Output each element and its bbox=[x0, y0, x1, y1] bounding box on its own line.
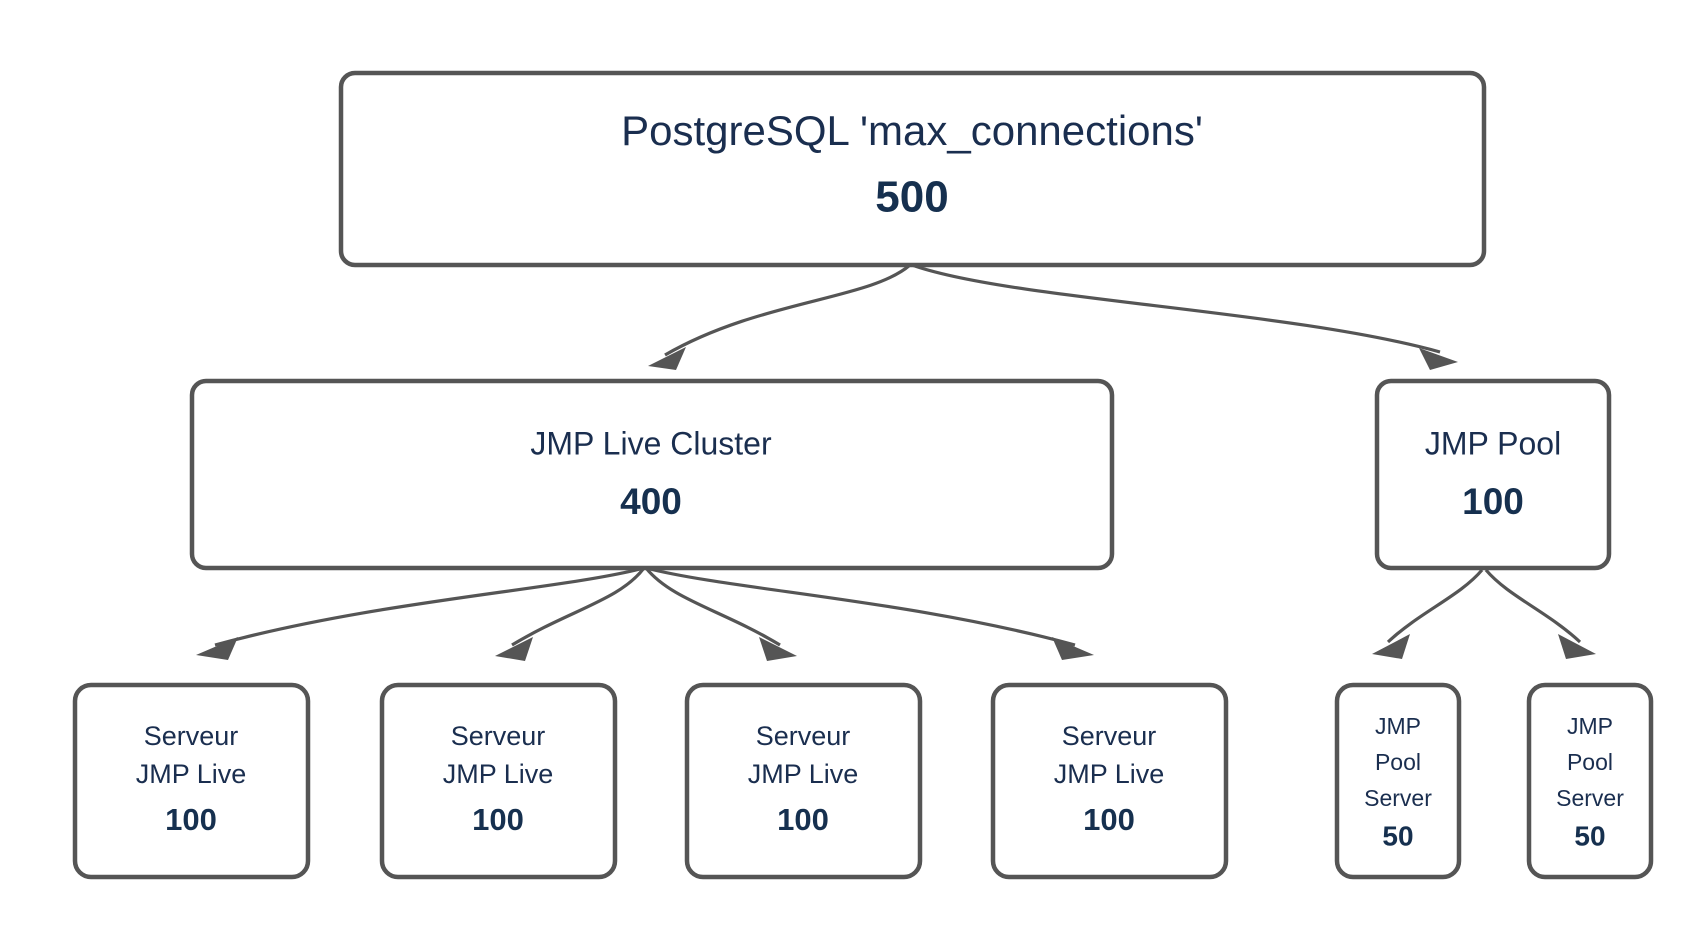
node-live-server-4-value: 100 bbox=[1083, 802, 1135, 837]
node-serveur-jmp-live-3[interactable]: Serveur JMP Live 100 bbox=[684, 682, 923, 880]
node-pool-server-1-line3: Server bbox=[1364, 785, 1432, 811]
node-pool-server-2-box[interactable] bbox=[1526, 682, 1654, 880]
node-root-label: PostgreSQL 'max_connections' bbox=[621, 107, 1203, 154]
node-pool-server-2-value: 50 bbox=[1574, 820, 1605, 851]
arrowhead-icon bbox=[1372, 634, 1410, 659]
node-pool-server-2-line3: Server bbox=[1556, 785, 1624, 811]
arrowhead-icon bbox=[648, 347, 686, 370]
edge-pool-to-pool-server-2 bbox=[1484, 568, 1596, 659]
arrowhead-icon bbox=[196, 637, 238, 660]
node-live-server-3-line1: Serveur bbox=[756, 721, 851, 751]
node-pool-label: JMP Pool bbox=[1425, 425, 1561, 461]
node-live-server-2-box[interactable] bbox=[379, 682, 618, 880]
node-serveur-jmp-live-1[interactable]: Serveur JMP Live 100 bbox=[72, 682, 311, 880]
node-serveur-jmp-live-4[interactable]: Serveur JMP Live 100 bbox=[990, 682, 1229, 880]
edge-root-to-live-cluster bbox=[648, 263, 912, 370]
arrowhead-icon bbox=[1052, 637, 1094, 660]
node-live-cluster-box[interactable] bbox=[189, 378, 1115, 571]
node-live-server-3-line2: JMP Live bbox=[748, 759, 859, 789]
node-pool-server-1-box[interactable] bbox=[1334, 682, 1462, 880]
node-live-server-2-value: 100 bbox=[472, 802, 524, 837]
node-live-server-3-box[interactable] bbox=[684, 682, 923, 880]
arrowhead-icon bbox=[759, 637, 797, 661]
edge-cluster-to-server-2 bbox=[495, 567, 646, 661]
node-pool-server-2-line2: Pool bbox=[1567, 749, 1613, 775]
node-pool-box[interactable] bbox=[1374, 378, 1612, 571]
node-live-server-2-line1: Serveur bbox=[451, 721, 546, 751]
node-live-server-1-line1: Serveur bbox=[144, 721, 239, 751]
edge-cluster-to-server-1 bbox=[196, 566, 645, 660]
node-pool-server-2-line1: JMP bbox=[1567, 713, 1613, 739]
arrowhead-icon bbox=[1419, 348, 1458, 370]
node-jmp-pool-server-1[interactable]: JMP Pool Server 50 bbox=[1334, 682, 1462, 880]
node-live-server-4-line1: Serveur bbox=[1062, 721, 1157, 751]
edge-cluster-to-server-3 bbox=[644, 566, 797, 661]
edge-root-to-pool bbox=[911, 263, 1458, 370]
edge-pool-to-pool-server-1 bbox=[1372, 568, 1484, 659]
node-live-server-1-line2: JMP Live bbox=[136, 759, 247, 789]
node-postgresql-max-connections[interactable]: PostgreSQL 'max_connections' 500 bbox=[338, 70, 1487, 268]
node-live-server-4-box[interactable] bbox=[990, 682, 1229, 880]
node-jmp-pool[interactable]: JMP Pool 100 bbox=[1374, 378, 1612, 571]
arrowhead-icon bbox=[495, 637, 533, 661]
node-live-server-2-line2: JMP Live bbox=[443, 759, 554, 789]
node-pool-server-1-line2: Pool bbox=[1375, 749, 1421, 775]
edge-cluster-to-server-4 bbox=[645, 566, 1094, 660]
node-live-cluster-label: JMP Live Cluster bbox=[530, 425, 772, 461]
node-pool-server-1-line1: JMP bbox=[1375, 713, 1421, 739]
node-pool-value: 100 bbox=[1462, 481, 1524, 522]
node-live-server-4-line2: JMP Live bbox=[1054, 759, 1165, 789]
node-live-server-3-value: 100 bbox=[777, 802, 829, 837]
node-jmp-live-cluster[interactable]: JMP Live Cluster 400 bbox=[189, 378, 1115, 571]
node-live-cluster-value: 400 bbox=[620, 481, 682, 522]
node-live-server-1-value: 100 bbox=[165, 802, 217, 837]
arrowhead-icon bbox=[1558, 634, 1596, 659]
node-jmp-pool-server-2[interactable]: JMP Pool Server 50 bbox=[1526, 682, 1654, 880]
node-root-box[interactable] bbox=[338, 70, 1487, 268]
node-pool-server-1-value: 50 bbox=[1382, 820, 1413, 851]
node-root-value: 500 bbox=[875, 173, 948, 222]
node-live-server-1-box[interactable] bbox=[72, 682, 311, 880]
node-serveur-jmp-live-2[interactable]: Serveur JMP Live 100 bbox=[379, 682, 618, 880]
